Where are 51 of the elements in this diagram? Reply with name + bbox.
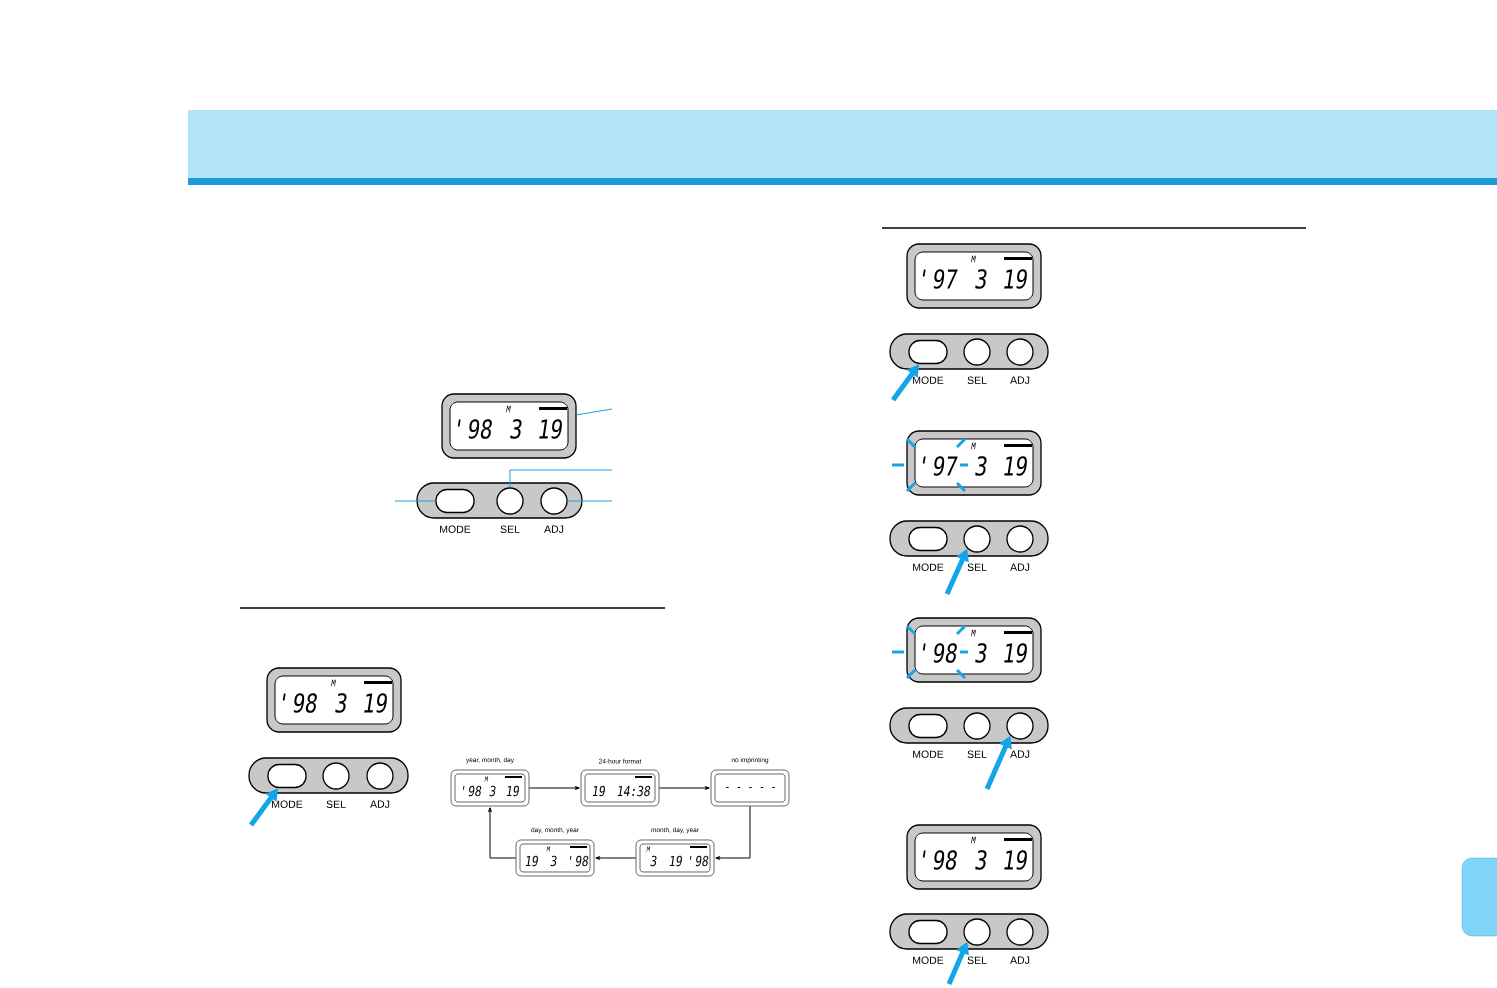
leader-line — [509, 469, 613, 488]
node-label: SEL — [967, 750, 987, 758]
mode-button: MODE — [908, 526, 948, 571]
node-label: SEL — [967, 376, 987, 384]
lcd-display: '98 M 3 19 — [906, 617, 1042, 683]
mode-button: MODE — [435, 488, 475, 533]
leader-line — [576, 408, 613, 416]
leader-line — [394, 500, 436, 502]
node-label: MODE — [913, 750, 944, 758]
node-label: ADJ — [1010, 563, 1030, 571]
lcd-display: '97 M 3 19 — [906, 430, 1042, 496]
node-label: ADJ — [370, 800, 390, 808]
round-button: ADJ — [1006, 918, 1034, 964]
node-label: ADJ — [1010, 956, 1030, 964]
node-label: SEL — [326, 800, 346, 808]
flow-arrow — [528, 786, 580, 790]
node-label: MODE — [913, 563, 944, 571]
lcd-display: '98 M 3 19 — [906, 824, 1042, 890]
round-button: ADJ — [366, 762, 394, 808]
mode-button: MODE — [267, 763, 307, 808]
flow-arrow — [595, 856, 637, 860]
node-label: SEL — [967, 956, 987, 964]
lcd-display: '97 M 3 19 — [906, 243, 1042, 309]
round-button: SEL — [322, 762, 350, 808]
round-button: ADJ — [540, 487, 568, 533]
node-label: MODE — [913, 376, 944, 384]
round-button: SEL — [963, 525, 991, 571]
leader-line — [567, 500, 613, 502]
lcd-display: '98 M 3 19 — [266, 667, 402, 733]
round-button: ADJ — [1006, 712, 1034, 758]
round-button: SEL — [963, 338, 991, 384]
node-label: MODE — [440, 525, 471, 533]
node-label: SEL — [500, 525, 520, 533]
flow-arrow — [658, 786, 710, 790]
node-label: SEL — [967, 563, 987, 571]
node-label: ADJ — [544, 525, 564, 533]
mode-button: MODE — [908, 919, 948, 964]
node-label: ADJ — [1010, 750, 1030, 758]
node-label: MODE — [272, 800, 303, 808]
round-button: SEL — [496, 487, 524, 533]
node-label: ADJ — [1010, 376, 1030, 384]
mode-button: MODE — [908, 713, 948, 758]
round-button: SEL — [963, 712, 991, 758]
flow-arrow — [715, 805, 751, 860]
flow-arrow — [488, 807, 517, 859]
lcd-display: '98 M 3 19 — [441, 393, 577, 459]
node-label: MODE — [913, 956, 944, 964]
round-button: ADJ — [1006, 525, 1034, 571]
round-button: ADJ — [1006, 338, 1034, 384]
mode-button: MODE — [908, 339, 948, 384]
round-button: SEL — [963, 918, 991, 964]
